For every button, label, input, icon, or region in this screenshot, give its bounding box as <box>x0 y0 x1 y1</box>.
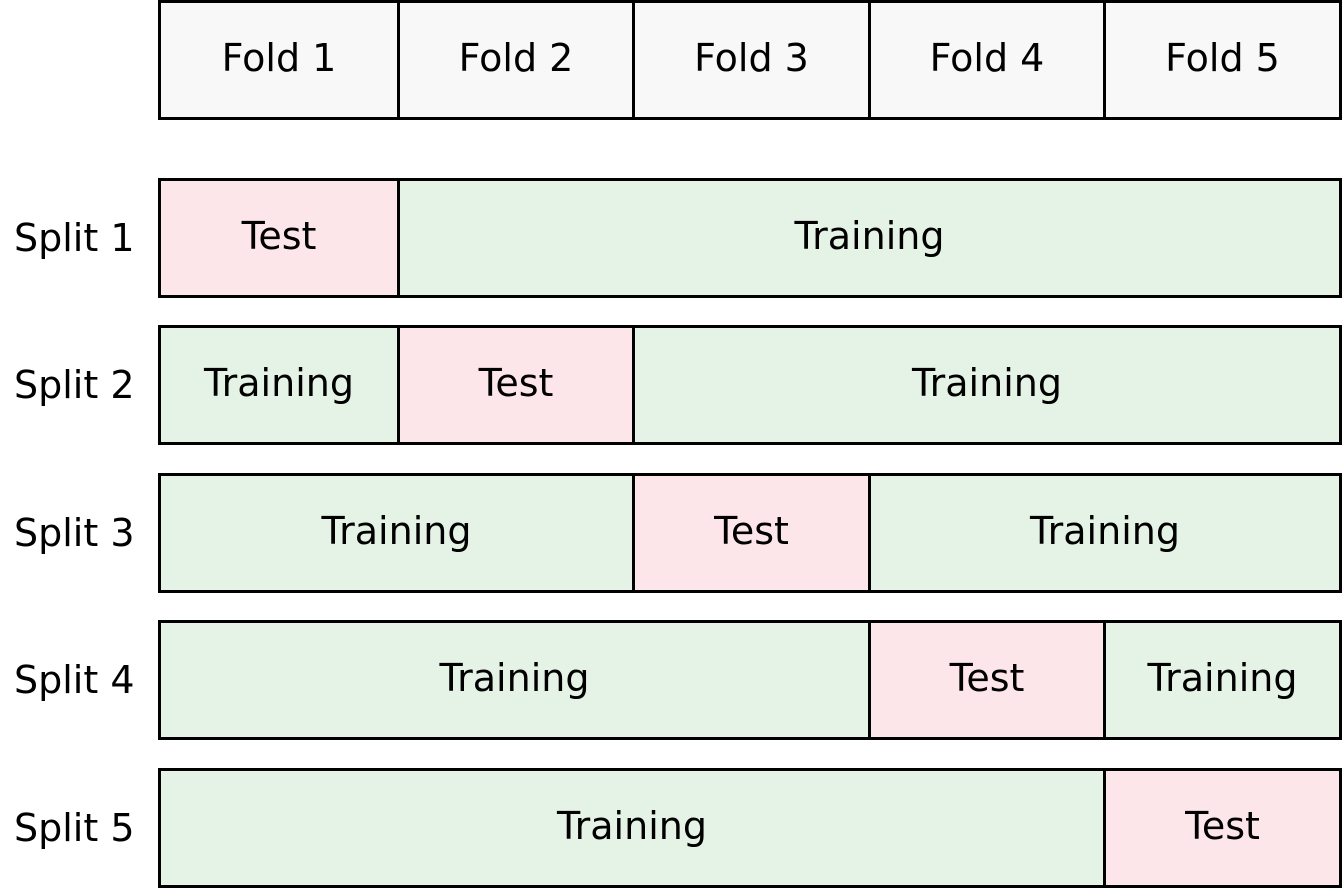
test-segment: Test <box>632 476 868 590</box>
test-segment: Test <box>161 181 397 295</box>
training-segment: Training <box>868 476 1339 590</box>
split-label: Split 4 <box>14 658 135 702</box>
training-segment: Training <box>161 476 632 590</box>
test-segment: Test <box>1103 771 1339 885</box>
fold-header-cell: Fold 2 <box>397 3 632 117</box>
split-label: Split 2 <box>14 363 135 407</box>
training-segment: Training <box>161 328 397 442</box>
fold-header-cell: Fold 1 <box>161 3 397 117</box>
split-label: Split 5 <box>14 806 135 850</box>
training-segment: Training <box>161 771 1103 885</box>
training-segment: Training <box>397 181 1339 295</box>
fold-header-cell: Fold 4 <box>868 3 1103 117</box>
training-segment: Training <box>1103 623 1339 737</box>
training-segment: Training <box>161 623 868 737</box>
test-segment: Test <box>868 623 1103 737</box>
split-label: Split 1 <box>14 216 135 260</box>
training-segment: Training <box>632 328 1339 442</box>
fold-header-cell: Fold 3 <box>632 3 868 117</box>
split-label: Split 3 <box>14 511 135 555</box>
test-segment: Test <box>397 328 632 442</box>
fold-header-cell: Fold 5 <box>1103 3 1339 117</box>
